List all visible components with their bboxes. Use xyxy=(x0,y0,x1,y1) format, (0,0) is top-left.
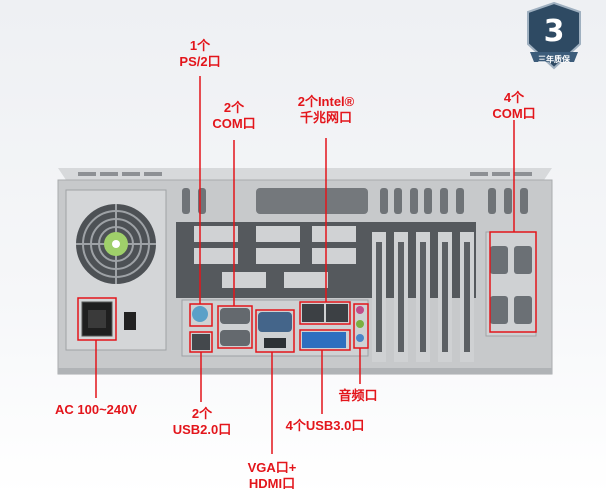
com-port-group-right xyxy=(490,246,532,324)
upper-slot-row xyxy=(182,188,528,214)
warranty-badge: 3 三年质保 xyxy=(524,2,584,70)
hdmi-port xyxy=(264,338,286,348)
audio-jack-2 xyxy=(356,320,364,328)
label-usb3: 4个USB3.0口 xyxy=(285,418,365,433)
com-port-2 xyxy=(220,330,250,346)
vga-port xyxy=(258,312,292,332)
top-vents xyxy=(78,172,532,176)
usb2-ports xyxy=(192,334,210,350)
chassis-bottom xyxy=(58,368,552,374)
label-lan: 2个Intel®千兆网口 xyxy=(297,94,355,125)
lan-port-1 xyxy=(302,304,324,322)
chassis-top-bevel xyxy=(58,168,552,180)
callout-lines xyxy=(95,76,515,454)
pci-slot-brackets xyxy=(372,232,474,362)
ps2-port xyxy=(192,306,208,322)
blank-cover-plates xyxy=(194,226,356,288)
label-audio: 音频口 xyxy=(338,388,378,403)
warranty-text: 三年质保 xyxy=(538,55,570,64)
label-vga-hdmi: VGA口+HDMI口 xyxy=(247,460,297,491)
audio-jack-1 xyxy=(356,306,364,314)
power-switch xyxy=(124,312,136,330)
usb3-ports xyxy=(302,332,346,348)
callout-boxes xyxy=(77,231,537,353)
label-ac-power: AC 100~240V xyxy=(54,402,138,417)
lan-port-2 xyxy=(326,304,348,322)
warranty-number: 3 xyxy=(543,14,565,49)
audio-jack-3 xyxy=(356,334,364,342)
com-port-1 xyxy=(220,308,250,324)
